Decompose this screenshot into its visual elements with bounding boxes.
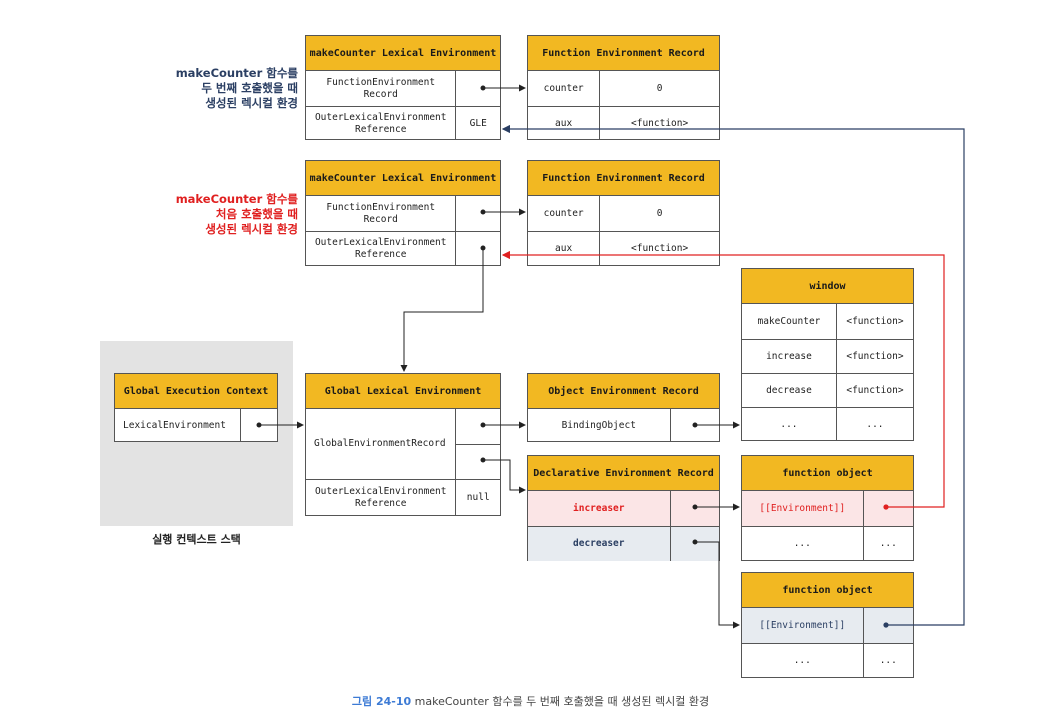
outer-ref-pointer xyxy=(455,232,500,266)
window-title: window xyxy=(742,269,913,304)
function-environment-record-2: Function Environment Record counter 0 au… xyxy=(527,35,720,140)
gec-title: Global Execution Context xyxy=(115,374,277,409)
figure-number: 그림 24-10 xyxy=(351,695,412,708)
decreaser-label: decreaser xyxy=(573,538,625,549)
increaser-label: increaser xyxy=(573,502,625,514)
window-key-makecounter: makeCounter xyxy=(757,315,821,327)
function-env-record-pointer xyxy=(455,196,500,231)
function-object-2: function object [[Environment]] ... ... xyxy=(741,572,914,678)
arrow-gle-to-der xyxy=(483,459,526,494)
makecounter-le-1-title: makeCounter Lexical Environment xyxy=(306,161,500,196)
fer-1-title: Function Environment Record xyxy=(528,161,719,196)
fer-1-aux-value: <function> xyxy=(599,232,719,266)
fer-1-aux-key: aux xyxy=(555,243,573,254)
decreaser-pointer xyxy=(669,527,719,561)
arrow-fo2-env-to-mc2 xyxy=(501,124,965,626)
fo-1-environment-label: [[Environment]] xyxy=(759,502,846,514)
fo-2-environment-pointer xyxy=(862,608,913,643)
outer-lexical-env-ref-label: OuterLexicalEnvironment Reference xyxy=(314,237,447,260)
figure-caption: 그림 24-10 makeCounter 함수를 두 번째 호출했을 때 생성된… xyxy=(0,693,1061,709)
arrow-decreaser-to-fo2 xyxy=(695,541,740,629)
window-value: <function> xyxy=(835,304,913,339)
global-execution-context: Global Execution Context LexicalEnvironm… xyxy=(114,373,278,442)
binding-object-pointer xyxy=(669,409,719,442)
arrow-mc1-outer-to-gle xyxy=(400,248,484,372)
function-environment-record-1: Function Environment Record counter 0 au… xyxy=(527,160,720,266)
figure-caption-text: makeCounter 함수를 두 번째 호출했을 때 생성된 렉시컬 환경 xyxy=(414,695,710,708)
outer-ref-gle-value: GLE xyxy=(455,107,500,140)
fer-2-aux-value: <function> xyxy=(599,107,719,140)
makecounter-lexical-environment-1: makeCounter Lexical Environment Function… xyxy=(305,160,501,266)
function-environment-record-label: FunctionEnvironment Record xyxy=(326,201,436,225)
fer-2-counter-value: 0 xyxy=(599,71,719,106)
window-value-ellipsis: ... xyxy=(835,408,913,441)
window-value: <function> xyxy=(835,340,913,373)
lexical-environment-label: LexicalEnvironment xyxy=(123,419,226,431)
fo-1-environment-pointer xyxy=(862,491,913,526)
gle-outer-ref-label: OuterLexicalEnvironment Reference xyxy=(314,486,447,509)
binding-object-label: BindingObject xyxy=(561,419,636,431)
fer-1-counter-key: counter xyxy=(543,207,584,219)
increaser-pointer xyxy=(669,491,719,526)
declarative-env-record-pointer xyxy=(456,443,500,480)
fer-2-aux-key: aux xyxy=(555,117,573,129)
makecounter-le-2-title: makeCounter Lexical Environment xyxy=(306,36,500,71)
window-key-decrease: decrease xyxy=(766,384,812,396)
der-title: Declarative Environment Record xyxy=(528,456,719,491)
declarative-environment-record: Declarative Environment Record increaser… xyxy=(527,455,720,561)
function-env-record-pointer xyxy=(455,71,500,106)
fo-2-environment-label: [[Environment]] xyxy=(759,619,846,631)
fer-1-counter-value: 0 xyxy=(599,196,719,231)
object-environment-record: Object Environment Record BindingObject xyxy=(527,373,720,442)
oer-title: Object Environment Record xyxy=(528,374,719,409)
first-call-label: makeCounter 함수를 처음 호출했을 때 생성된 렉시컬 환경 xyxy=(175,192,298,236)
fo-2-ellipsis: ... xyxy=(793,655,811,666)
global-environment-record-label: GlobalEnvironmentRecord xyxy=(314,438,446,449)
fo-2-title: function object xyxy=(742,573,913,608)
gle-outer-ref-null: null xyxy=(455,480,500,516)
outer-lexical-env-ref-label: OuterLexicalEnvironment Reference xyxy=(314,111,447,135)
execution-context-stack-label: 실행 컨텍스트 스택 xyxy=(152,533,241,546)
lexical-environment-pointer xyxy=(240,409,277,442)
global-lexical-environment: Global Lexical Environment GlobalEnviron… xyxy=(305,373,501,516)
fer-2-counter-key: counter xyxy=(543,82,584,94)
fer-2-title: Function Environment Record xyxy=(528,36,719,71)
fo-1-title: function object xyxy=(742,456,913,491)
window-key-increase: increase xyxy=(766,350,812,362)
arrow-fo1-env-to-mc1 xyxy=(501,250,945,508)
window-key-ellipsis: ... xyxy=(780,418,798,430)
fo-2-ellipsis-value: ... xyxy=(862,644,913,678)
fo-1-ellipsis: ... xyxy=(793,538,811,549)
second-call-label: makeCounter 함수를 두 번째 호출했을 때 생성된 렉시컬 환경 xyxy=(175,66,298,110)
function-environment-record-label: FunctionEnvironment Record xyxy=(326,76,436,100)
fo-1-ellipsis-value: ... xyxy=(862,527,913,561)
makecounter-lexical-environment-2: makeCounter Lexical Environment Function… xyxy=(305,35,501,140)
window-object: window makeCounter <function> increase <… xyxy=(741,268,914,441)
gle-title: Global Lexical Environment xyxy=(306,374,500,409)
window-value: <function> xyxy=(835,374,913,407)
